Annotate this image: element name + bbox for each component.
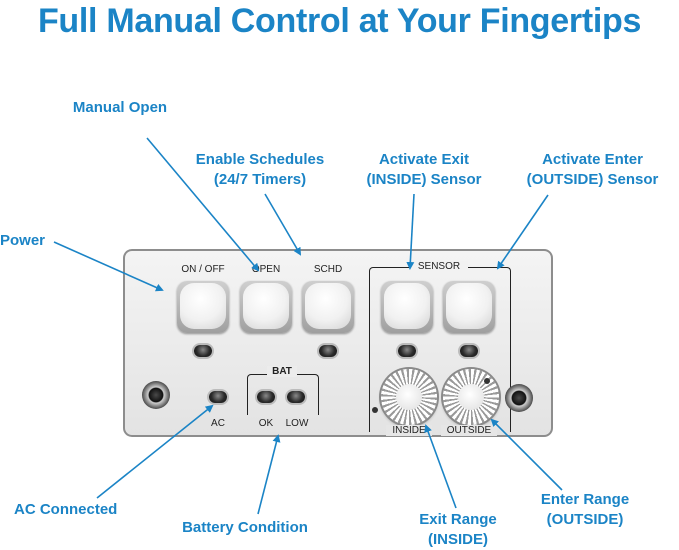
schedule-button[interactable] bbox=[302, 281, 354, 333]
label-low: LOW bbox=[285, 418, 309, 429]
open-button[interactable] bbox=[240, 281, 292, 333]
callout-activate-exit: Activate Exit (INSIDE) Sensor bbox=[350, 150, 498, 190]
callout-enter-range-line2: (OUTSIDE) bbox=[546, 511, 624, 528]
callout-power: Power bbox=[0, 231, 45, 251]
outside-sensor-button-cap bbox=[446, 283, 492, 329]
battery-low-led bbox=[287, 391, 305, 403]
label-schd: SCHD bbox=[313, 264, 343, 275]
callout-activate-enter-line1: Activate Enter bbox=[542, 151, 643, 168]
outside-sensor-led bbox=[460, 345, 478, 357]
callout-enable-schedules-line2: (24/7 Timers) bbox=[213, 171, 307, 188]
label-sensor: SENSOR bbox=[410, 261, 468, 272]
callout-enter-range-line1: Enter Range bbox=[540, 491, 630, 508]
open-button-cap bbox=[243, 283, 289, 329]
callout-exit-range: Exit Range (INSIDE) bbox=[403, 510, 513, 550]
arrow-battery-condition bbox=[257, 434, 281, 515]
right-jack bbox=[505, 384, 533, 412]
callout-activate-exit-line2: (INSIDE) Sensor bbox=[366, 171, 482, 188]
arrow-activate-exit bbox=[406, 193, 415, 270]
inside-sensor-button-cap bbox=[384, 283, 430, 329]
battery-ok-led bbox=[257, 391, 275, 403]
callout-battery-condition-text: Battery Condition bbox=[182, 519, 308, 536]
callout-power-text: Power bbox=[0, 232, 46, 249]
label-inside: INSIDE bbox=[386, 425, 432, 436]
label-on-off: ON / OFF bbox=[181, 264, 225, 275]
arrow-manual-open bbox=[146, 137, 260, 272]
label-ac: AC bbox=[211, 418, 225, 429]
callout-enter-range: Enter Range (OUTSIDE) bbox=[525, 490, 645, 530]
power-led bbox=[194, 345, 212, 357]
callout-manual-open-text: Manual Open bbox=[72, 99, 168, 116]
inside-range-knob-center bbox=[396, 384, 422, 410]
arrow-exit-range bbox=[424, 424, 457, 509]
callout-manual-open: Manual Open bbox=[70, 98, 170, 118]
outside-range-knob[interactable] bbox=[443, 369, 499, 425]
inside-knob-indicator bbox=[372, 407, 378, 413]
inside-sensor-led bbox=[398, 345, 416, 357]
arrow-enable-schedules bbox=[264, 193, 302, 256]
callout-activate-enter: Activate Enter (OUTSIDE) Sensor bbox=[510, 150, 675, 190]
arrow-power bbox=[53, 241, 164, 292]
outside-range-knob-center bbox=[458, 384, 484, 410]
callout-battery-condition: Battery Condition bbox=[170, 518, 320, 538]
label-bat: BAT bbox=[267, 366, 297, 377]
arrow-activate-enter bbox=[496, 194, 549, 270]
page-title: Full Manual Control at Your Fingertips bbox=[37, 2, 642, 40]
callout-exit-range-line1: Exit Range bbox=[419, 511, 497, 528]
power-button[interactable] bbox=[177, 281, 229, 333]
schedule-led bbox=[319, 345, 337, 357]
callout-ac-connected: AC Connected bbox=[14, 500, 117, 520]
arrow-enter-range bbox=[490, 418, 563, 491]
callout-enable-schedules-line1: Enable Schedules bbox=[195, 151, 325, 168]
schedule-button-cap bbox=[305, 283, 351, 329]
label-outside: OUTSIDE bbox=[441, 425, 497, 436]
inside-range-knob[interactable] bbox=[381, 369, 437, 425]
callout-activate-enter-line2: (OUTSIDE) Sensor bbox=[526, 171, 659, 188]
ac-led bbox=[209, 391, 227, 403]
left-jack bbox=[142, 381, 170, 409]
outside-knob-indicator bbox=[484, 378, 490, 384]
outside-sensor-button[interactable] bbox=[443, 281, 495, 333]
callout-exit-range-line2: (INSIDE) bbox=[428, 531, 488, 548]
callout-enable-schedules: Enable Schedules (24/7 Timers) bbox=[180, 150, 340, 190]
callout-activate-exit-line1: Activate Exit bbox=[378, 151, 470, 168]
arrow-ac-connected bbox=[96, 404, 214, 499]
label-open: OPEN bbox=[251, 264, 281, 275]
callout-ac-connected-text: AC Connected bbox=[14, 501, 118, 518]
label-ok: OK bbox=[258, 418, 274, 429]
power-button-cap bbox=[180, 283, 226, 329]
inside-sensor-button[interactable] bbox=[381, 281, 433, 333]
